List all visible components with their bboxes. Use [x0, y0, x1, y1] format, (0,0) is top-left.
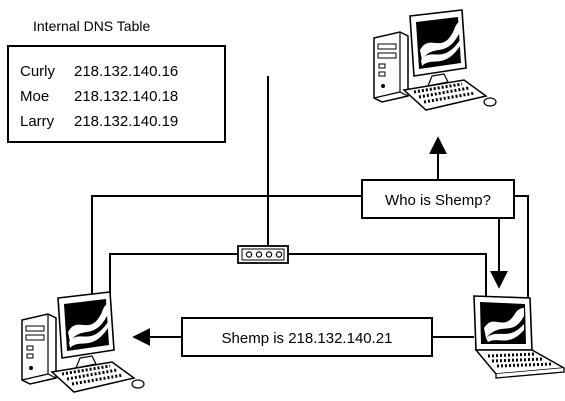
- dns-entry-ip: 218.132.140.16: [74, 63, 178, 80]
- cable-inner-right: [288, 253, 487, 304]
- cable-left-computer: [91, 195, 362, 304]
- dns-entry-name: Curly: [20, 63, 56, 80]
- laptop-computer-icon: [472, 294, 565, 380]
- query-message: Who is Shemp?: [361, 179, 515, 219]
- network-cables: [91, 76, 529, 304]
- query-message-text: Who is Shemp?: [385, 192, 491, 209]
- dns-table: Internal DNS Table Curly 218.132.140.16 …: [7, 18, 226, 143]
- cable-inner-left: [109, 253, 238, 304]
- cable-right-laptop: [514, 195, 529, 304]
- dns-entry-name: Larry: [20, 113, 55, 130]
- desktop-computer-icon: [20, 290, 146, 394]
- hub-port-icon: [265, 251, 273, 258]
- reply-message-text: Shemp is 218.132.140.21: [222, 330, 393, 347]
- hub-port-icon: [275, 251, 283, 258]
- hub-port-icon: [245, 251, 253, 258]
- dns-entry-ip: 218.132.140.19: [74, 113, 178, 130]
- dns-entry-ip: 218.132.140.18: [74, 88, 178, 105]
- dns-table-title: Internal DNS Table: [33, 18, 150, 34]
- desktop-computer-icon: [372, 8, 498, 112]
- hub-port-icon: [255, 251, 263, 258]
- network-hub: [237, 245, 289, 264]
- dns-entry-name: Moe: [20, 88, 49, 105]
- dns-table-border: [7, 45, 226, 143]
- message-arrows: [132, 136, 508, 346]
- reply-message: Shemp is 218.132.140.21: [181, 317, 433, 357]
